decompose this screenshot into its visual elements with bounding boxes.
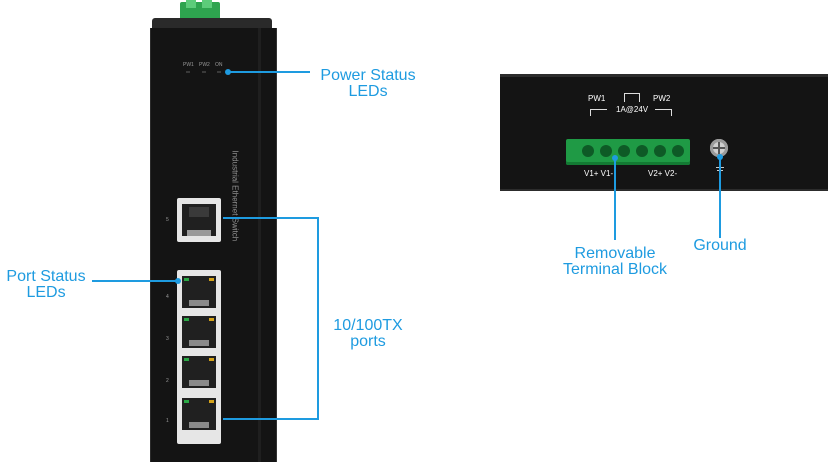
top-view-device: PW1 1A@24V PW2 V1+ V1- V2+ V2-	[500, 74, 828, 191]
pw1-label: PW1	[588, 94, 606, 103]
port-number-5: 5	[166, 217, 169, 223]
port-led-callout-line	[92, 280, 178, 282]
power-led-callout-dot	[225, 69, 231, 75]
power-led-2	[202, 71, 206, 73]
device-vertical-label: Industrial Ethernet Switch	[230, 150, 240, 242]
ethernet-port-1	[182, 398, 216, 430]
power-led-1	[186, 71, 190, 73]
port-number-2: 2	[166, 378, 169, 384]
led-label-pw2: PW2	[199, 62, 210, 68]
terminal-block-callout: Removable Terminal Block	[562, 245, 668, 278]
ethernet-port-4	[182, 276, 216, 308]
ports-bracket-top	[223, 217, 319, 219]
port-number-4: 4	[166, 294, 169, 300]
ethernet-port-5	[177, 198, 221, 242]
port-led-callout-dot	[175, 278, 181, 284]
ports-callout: 10/100TX ports	[320, 318, 416, 350]
pw2-label: PW2	[653, 94, 671, 103]
power-led-on	[217, 71, 221, 73]
ground-callout: Ground	[693, 237, 747, 254]
ethernet-port-2	[182, 356, 216, 388]
port-status-leds-callout: Port Status LEDs	[6, 268, 86, 301]
terminal-callout-line	[614, 160, 616, 240]
terminal-callout-dot	[612, 155, 618, 161]
ground-callout-line	[719, 158, 721, 238]
ground-callout-dot	[717, 154, 723, 160]
power-led-callout-line	[230, 71, 310, 73]
terminal-block	[566, 139, 690, 165]
led-label-pw1: PW1	[183, 62, 194, 68]
port-number-1: 1	[166, 418, 169, 424]
led-label-on: ON	[215, 62, 223, 68]
ground-screw-icon	[710, 139, 728, 157]
ports-bracket-vertical	[317, 217, 319, 420]
relay-rating-label: 1A@24V	[616, 105, 649, 114]
power-status-leds-callout: Power Status LEDs	[320, 67, 416, 100]
front-view-device: PW1 PW2 ON Industrial Ethernet Switch 5 …	[150, 0, 277, 462]
terminal-right-label: V2+ V2-	[648, 169, 678, 178]
ports-bracket-bottom	[223, 418, 319, 420]
terminal-left-label: V1+ V1-	[584, 169, 614, 178]
ethernet-port-3	[182, 316, 216, 348]
port-number-3: 3	[166, 336, 169, 342]
